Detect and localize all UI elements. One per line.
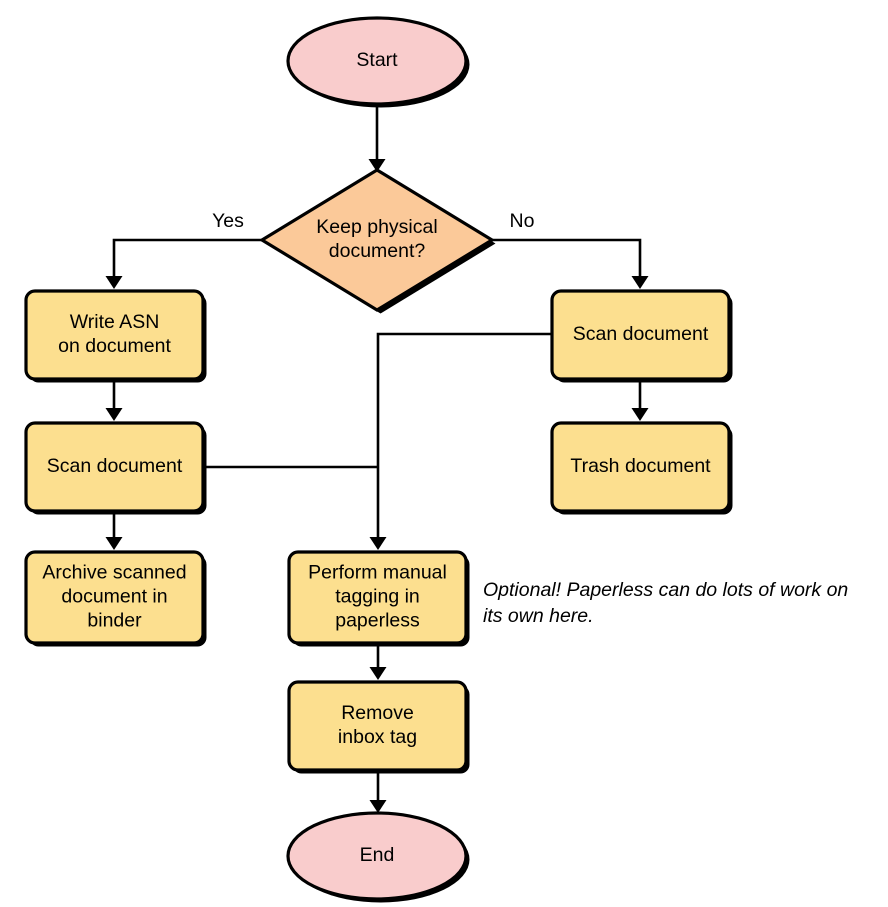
edges-layer: Yes No — [105, 104, 649, 813]
edge-arrowhead — [369, 667, 387, 680]
node-shape[interactable] — [24, 550, 205, 645]
edge-path — [112, 238, 262, 281]
node-label: Trash document — [570, 455, 711, 477]
node-scan-left[interactable]: Scan document — [24, 421, 207, 515]
node-shape[interactable] — [287, 550, 468, 645]
edge-arrowhead — [105, 537, 123, 550]
node-end[interactable]: End — [286, 811, 470, 903]
edge-arrowhead — [368, 159, 386, 172]
node-label: Start — [356, 49, 398, 71]
edge-decision-yes: Yes — [105, 210, 262, 289]
node-label: Scan document — [573, 323, 709, 345]
node-shape[interactable] — [550, 421, 731, 513]
edge-arrowhead — [369, 537, 387, 550]
node-trash[interactable]: Trash document — [550, 421, 733, 515]
node-shape[interactable] — [286, 811, 468, 901]
edge-arrowhead — [369, 800, 387, 813]
node-shape[interactable] — [258, 168, 496, 312]
edge-arrowhead — [631, 408, 649, 421]
edge-remove-inbox-to-end — [369, 770, 387, 813]
annotations-layer: Optional! Paperless can do lots of work … — [483, 579, 848, 627]
edge-label-decision-yes: Yes — [212, 210, 244, 232]
edge-path — [376, 332, 552, 542]
node-start[interactable]: Start — [286, 16, 470, 108]
node-shape[interactable] — [287, 680, 468, 772]
edge-label-decision-no: No — [510, 210, 535, 232]
node-label: Scan document — [47, 455, 183, 477]
edge-arrowhead — [631, 276, 649, 289]
node-shape[interactable] — [286, 16, 468, 106]
edge-arrowhead — [105, 276, 123, 289]
annotation-optional-note: Optional! Paperless can do lots of work … — [483, 579, 848, 627]
node-shape[interactable] — [550, 289, 731, 381]
edge-scan-right-to-tagging — [369, 332, 552, 550]
edge-path — [492, 238, 642, 281]
node-shape[interactable] — [24, 421, 205, 513]
node-label: End — [360, 844, 395, 866]
edge-decision-no: No — [492, 210, 649, 289]
edge-start-to-decision — [368, 104, 386, 172]
edge-write-asn-to-scan-left — [105, 379, 123, 421]
edge-tagging-to-remove-inbox — [369, 643, 387, 680]
node-shape[interactable] — [24, 289, 205, 381]
node-scan-right[interactable]: Scan document — [550, 289, 733, 383]
edge-arrowhead — [105, 408, 123, 421]
edge-scan-right-to-trash — [631, 379, 649, 421]
edge-scan-left-to-archive — [105, 511, 123, 550]
